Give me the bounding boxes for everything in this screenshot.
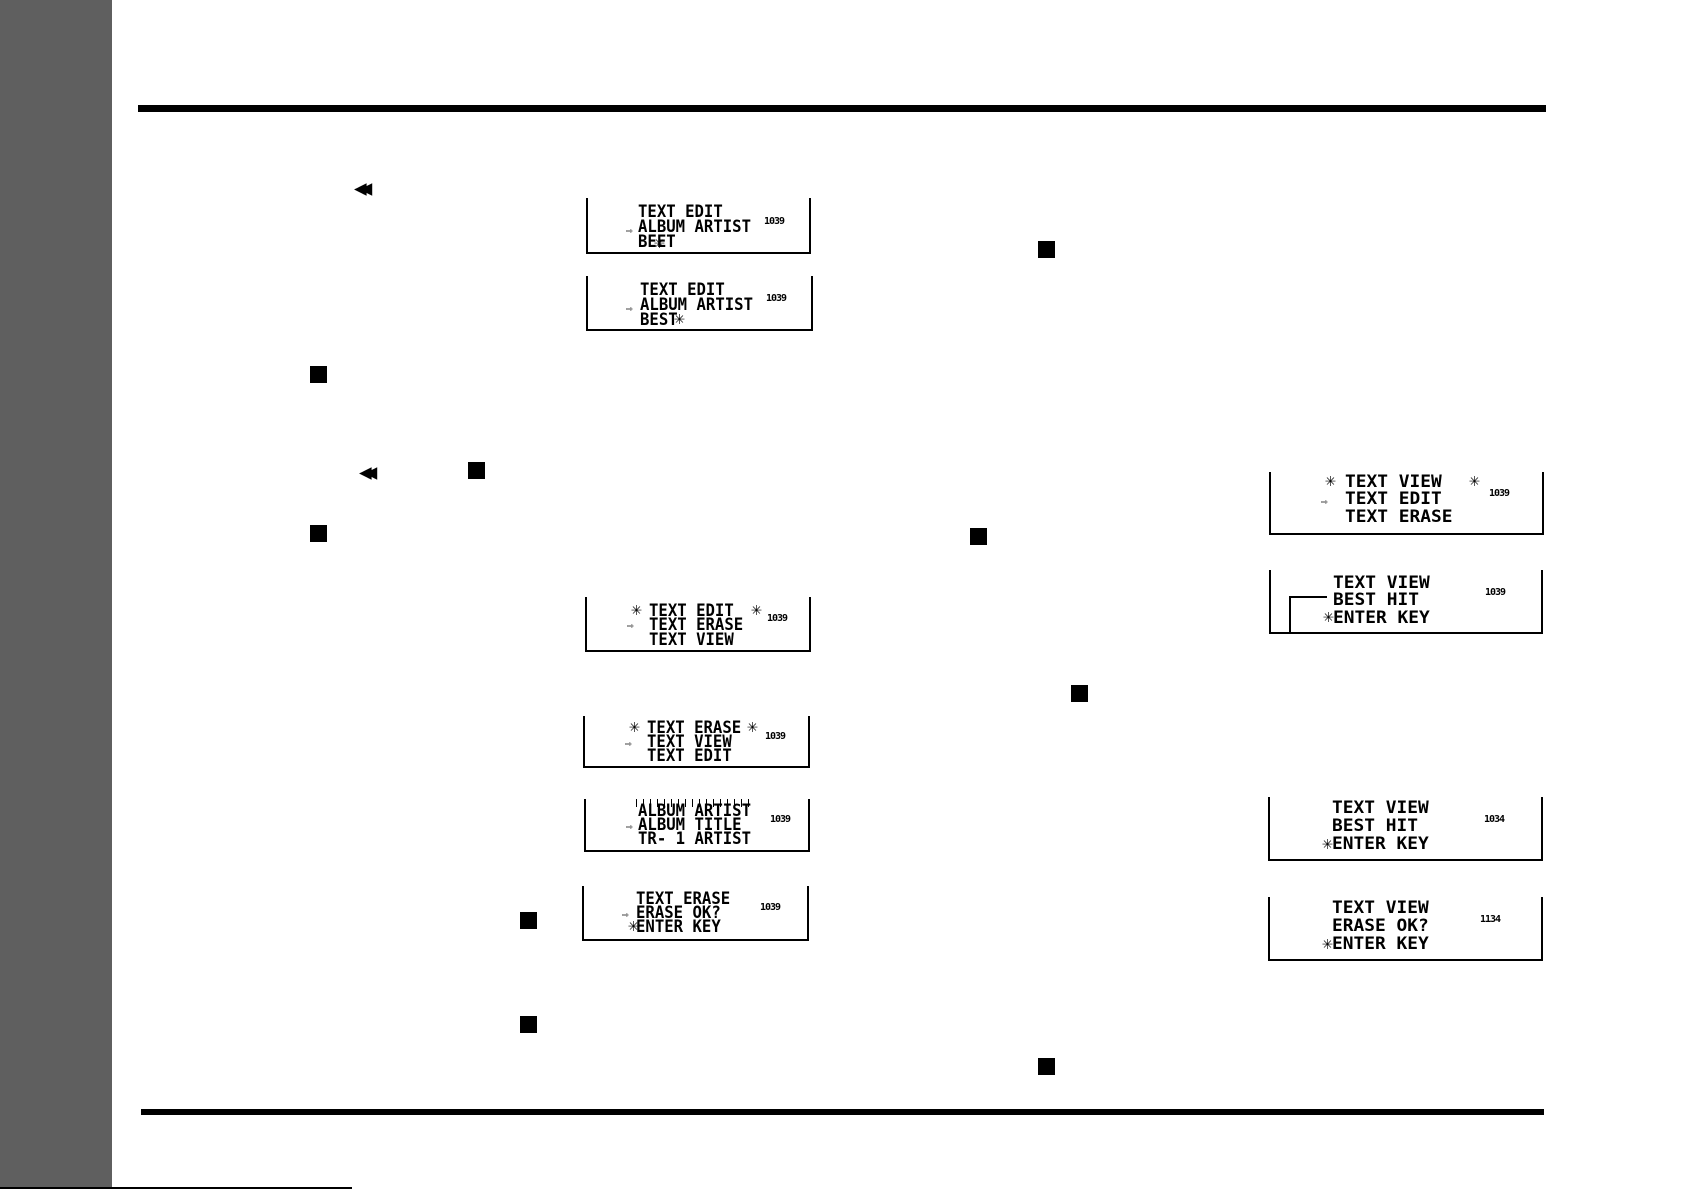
lcd-display: TEXT VIEW BEST HIT 1034 ✳ ENTER KEY [1268,797,1543,861]
display-line-1: TEXT ERASE [647,718,742,738]
display-line-2: ERASE OK? [636,903,721,923]
display-line-2: ERASE OK? [1332,916,1429,936]
header-rule [138,105,1546,112]
blinking-flash-icon: ✳ [1322,933,1333,954]
display-line-1: ALBUM ARTIST [638,801,752,821]
page-edge-line [0,1187,352,1189]
display-line-1: TEXT VIEW [1333,573,1430,593]
stop-icon [468,462,485,479]
stop-icon [310,525,327,542]
blinking-flash-icon: ✳ [751,599,762,620]
lcd-display: TEXT EDIT ⇨ ALBUM ARTIST 1039 BEET ✳ [586,198,811,254]
track-counter: 1134 [1480,914,1501,925]
display-line-1: TEXT VIEW [1345,472,1442,492]
stop-icon [520,912,537,929]
rewind-icon: ◀◀ [354,176,372,200]
track-counter: 1039 [760,902,781,913]
pointer-arrow-icon: ⇨ [627,619,634,632]
lcd-display: ALBUM ARTIST ⇨ ALBUM TITLE 1039 TR- 1 AR… [584,799,810,852]
track-counter: 1039 [770,814,791,825]
blinking-flash-icon: ✳ [674,308,685,329]
pointer-arrow-icon: ⇨ [626,224,633,237]
blinking-flash-icon: ✳ [654,232,665,253]
display-line-3: ENTER KEY [1332,834,1429,854]
pointer-arrow-icon: ⇨ [626,820,633,833]
rewind-icon: ◀◀ [359,460,377,484]
blinking-flash-icon: ✳ [747,716,758,737]
display-line-3: ENTER KEY [636,917,721,937]
blinking-flash-icon: ✳ [1325,470,1336,491]
display-line-1: TEXT VIEW [1332,898,1429,918]
cursor-bracket-line [1289,596,1327,632]
display-line-3: BEST [640,310,678,330]
lcd-display: TEXT ERASE 1039 ⇨ ERASE OK? ✳ ENTER KEY [582,886,809,941]
pointer-arrow-icon: ⇨ [626,302,633,315]
display-line-1: TEXT EDIT [638,202,723,222]
footer-rule [141,1109,1544,1115]
track-counter: 1039 [1489,488,1510,499]
display-line-3: TR- 1 ARTIST [638,829,752,849]
stop-icon [520,1016,537,1033]
display-line-2: BEST HIT [1333,590,1419,610]
track-counter: 1039 [765,731,786,742]
display-line-2: BEST HIT [1332,816,1418,836]
display-line-3: ENTER KEY [1332,934,1429,954]
track-counter: 1039 [764,216,785,227]
display-line-3: TEXT VIEW [649,630,734,650]
stop-icon [310,366,327,383]
display-line-2: ALBUM ARTIST [638,217,752,237]
display-line-2: ALBUM TITLE [638,815,742,835]
track-counter: 1039 [766,293,787,304]
blinking-flash-icon: ✳ [629,716,640,737]
lcd-display: ✳ TEXT EDIT ✳ ⇨ TEXT ERASE 1039 TEXT VIE… [585,597,811,652]
lcd-display: ✳ TEXT VIEW ✳ ⇨ TEXT EDIT 1039 TEXT ERAS… [1269,472,1544,535]
stop-icon [970,528,987,545]
display-line-2: TEXT VIEW [647,732,732,752]
blinking-flash-icon: ✳ [1323,606,1334,627]
stop-icon [1038,241,1055,258]
lcd-display: TEXT VIEW BEST HIT 1039 ✳ ENTER KEY [1269,570,1543,634]
display-line-2: ALBUM ARTIST [640,295,754,315]
lcd-display: ✳ TEXT ERASE ✳ ⇨ TEXT VIEW 1039 TEXT EDI… [583,716,810,768]
blinking-flash-icon [636,799,754,807]
blinking-flash-icon: ✳ [1469,470,1480,491]
lcd-display: TEXT EDIT ⇨ ALBUM ARTIST 1039 BEST ✳ [586,276,813,331]
display-line-3: TEXT ERASE [1345,507,1453,527]
display-line-2: TEXT EDIT [1345,489,1442,509]
pointer-arrow-icon: ⇨ [1321,495,1328,508]
blinking-flash-icon: ✳ [628,915,639,936]
stop-icon [1038,1058,1055,1075]
chapter-sidebar-tab [0,0,112,1188]
display-line-1: TEXT EDIT [640,280,725,300]
display-line-3: ENTER KEY [1333,608,1430,628]
blinking-flash-icon: ✳ [631,599,642,620]
stop-icon [1071,685,1088,702]
display-line-1: TEXT EDIT [649,601,734,621]
track-counter: 1039 [1485,587,1506,598]
pointer-arrow-icon: ⇨ [625,737,632,750]
display-line-1: TEXT ERASE [636,889,731,909]
blinking-flash-icon: ✳ [1322,833,1333,854]
track-counter: 1034 [1484,814,1505,825]
display-line-3: BEET [638,232,676,252]
display-line-2: TEXT ERASE [649,615,744,635]
display-line-3: TEXT EDIT [647,746,732,766]
pointer-arrow-icon: ⇨ [622,908,629,921]
display-line-1: TEXT VIEW [1332,798,1429,818]
lcd-display: TEXT VIEW 1134 ERASE OK? ✳ ENTER KEY [1268,897,1543,961]
track-counter: 1039 [767,613,788,624]
